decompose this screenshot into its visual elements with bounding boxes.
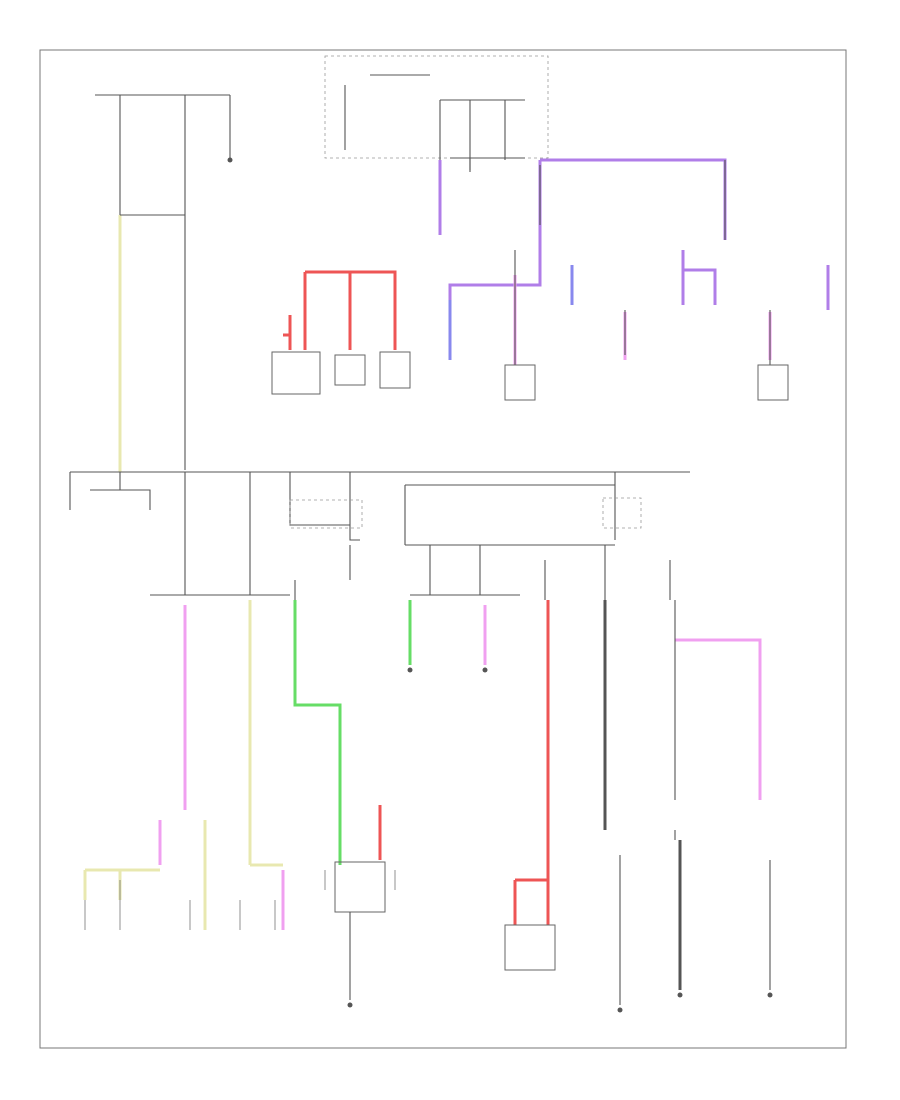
pink-wire: [675, 638, 762, 800]
yellow-wires: [83, 215, 283, 930]
purple-wire: [540, 158, 727, 240]
component-box: [334, 861, 386, 913]
diagram-border: [39, 49, 847, 1049]
red-wires: [283, 270, 550, 925]
black-circuit-lines: [69, 74, 771, 800]
ground-point: [677, 992, 683, 998]
lower-circuit-lines: [84, 830, 771, 1005]
ground-point: [617, 1007, 623, 1013]
green-wires: [293, 600, 412, 865]
fuse-box-enclosure: [324, 55, 549, 159]
blue-wires: [448, 265, 574, 360]
component-box: [504, 364, 536, 401]
ground-point: [407, 667, 413, 673]
component-box: [271, 351, 321, 395]
ground-symbols: [227, 157, 773, 1013]
relay-box: [602, 497, 642, 529]
red-wire: [305, 270, 397, 350]
ground-point: [347, 1002, 353, 1008]
component-box: [757, 364, 789, 401]
components: [271, 351, 789, 971]
ground-point: [482, 667, 488, 673]
component-box: [379, 351, 411, 389]
purple-wire: [683, 268, 717, 305]
relay-box: [289, 499, 363, 529]
component-box: [334, 354, 366, 386]
ground-point: [227, 157, 233, 163]
component-box: [504, 924, 556, 971]
purple-wire: [448, 160, 542, 345]
green-wire: [293, 600, 342, 865]
ground-point: [767, 992, 773, 998]
dark-wires: [603, 600, 682, 990]
